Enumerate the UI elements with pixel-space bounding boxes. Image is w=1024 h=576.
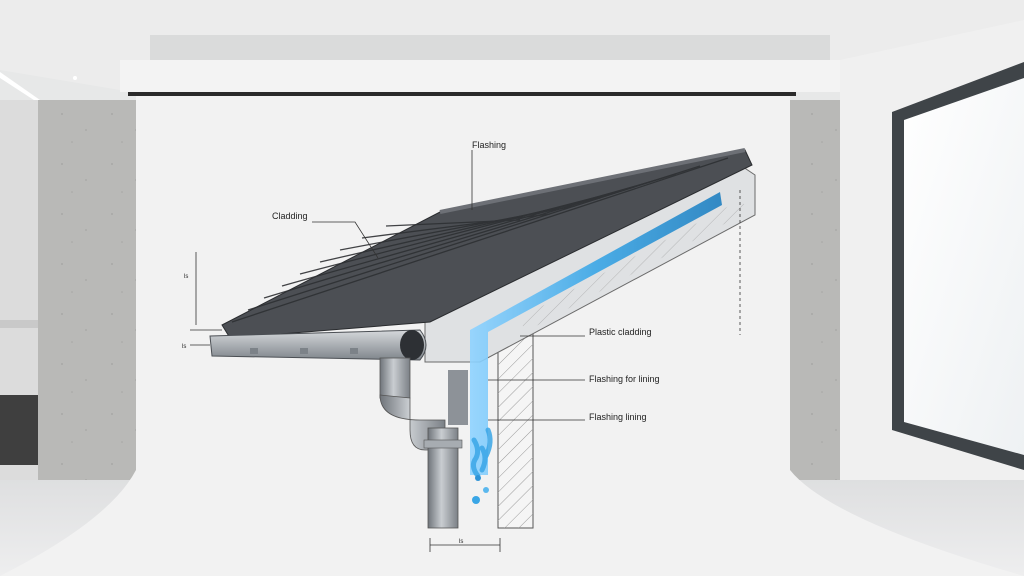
wall-section xyxy=(497,329,534,529)
downpipe xyxy=(379,357,468,529)
label-right-2: Flashing for lining xyxy=(589,374,660,384)
label-right-3: Flashing lining xyxy=(589,412,647,422)
label-left: Cladding xyxy=(272,211,308,221)
dimension-bottom: ls xyxy=(459,539,463,545)
dimension-left-lower: ls xyxy=(182,344,186,350)
roof-tiles xyxy=(221,148,753,339)
label-top: Flashing xyxy=(472,140,506,150)
window xyxy=(892,62,1024,470)
gutter xyxy=(209,329,427,361)
dimension-left-upper: ls xyxy=(184,274,188,280)
leader-lines xyxy=(190,150,741,552)
water-channel xyxy=(470,192,722,504)
label-right-1: Plastic cladding xyxy=(589,327,652,337)
